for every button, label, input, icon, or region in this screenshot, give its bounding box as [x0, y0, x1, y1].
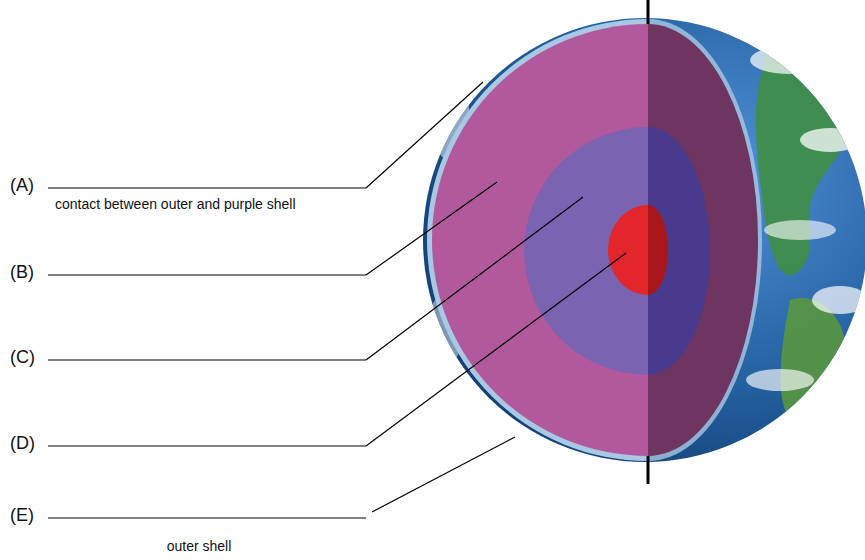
crust-rim	[427, 19, 648, 461]
outer-core-face	[524, 127, 648, 375]
leader-line	[366, 253, 626, 446]
label-slot: contact between outer and purple shell	[55, 195, 296, 213]
part-letter: (E)	[10, 505, 34, 526]
crust-rim-right	[648, 19, 762, 461]
label-slot: (B)	[10, 262, 34, 283]
label-slot: (A)	[10, 175, 34, 196]
part-letter: (D)	[10, 433, 35, 454]
part-letter: (C)	[10, 347, 35, 368]
leader-line	[372, 437, 515, 512]
answer-blank	[48, 359, 366, 360]
label-slot: (C)	[10, 347, 35, 368]
answer-blank	[48, 274, 366, 275]
globe	[423, 18, 865, 462]
answer-blank	[48, 517, 366, 518]
mantle-face	[432, 24, 648, 456]
part-letter: (B)	[10, 262, 34, 283]
outer-core-face-right	[648, 127, 710, 375]
mantle-face-right	[648, 24, 758, 456]
label-slot: (E)	[10, 505, 34, 526]
leader-line	[366, 197, 583, 360]
answer-blank	[48, 187, 366, 188]
part-letter: (A)	[10, 175, 34, 196]
label-slot: (D)	[10, 433, 35, 454]
leader-line	[366, 182, 497, 275]
axis-line	[647, 456, 650, 484]
inner-core-face	[608, 205, 648, 295]
axis-line	[647, 0, 650, 24]
label-slot: outer shell	[167, 537, 232, 555]
leader-line	[366, 82, 483, 188]
label-note: contact between outer and purple shell	[55, 196, 296, 212]
label-note: outer shell	[167, 538, 232, 554]
inner-core-face-right	[648, 205, 668, 295]
answer-blank	[48, 445, 366, 446]
